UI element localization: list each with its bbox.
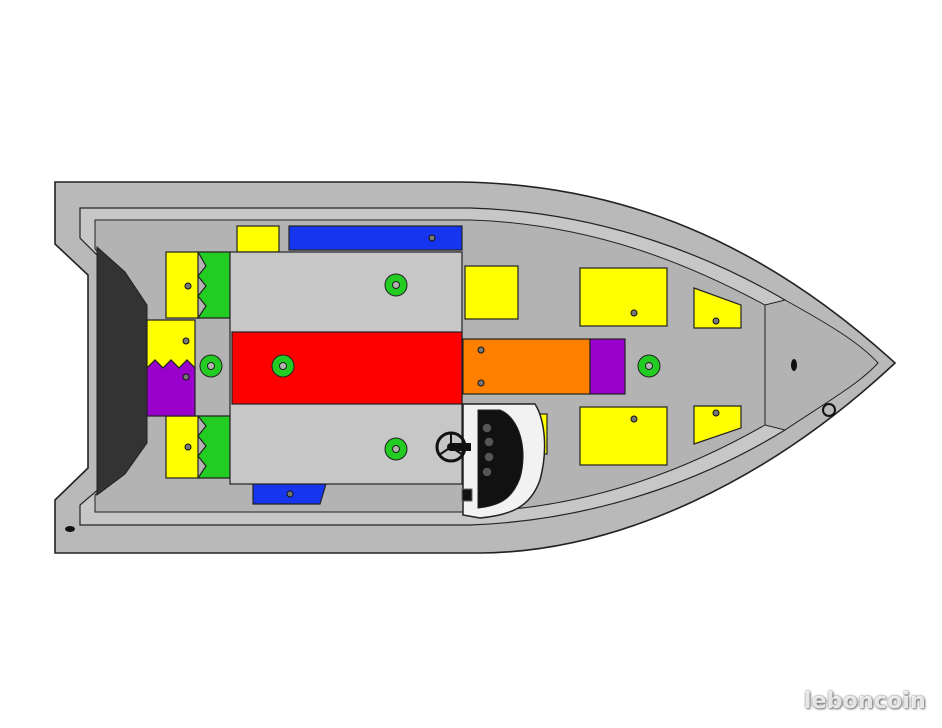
small-hatch-stern-port[interactable] <box>236 225 280 253</box>
pedestal-stern-icon <box>199 354 223 378</box>
console-storage[interactable] <box>462 338 591 395</box>
hatch-latch-icon <box>184 443 192 451</box>
hatch-latch-icon <box>286 490 294 498</box>
hatch-latch-icon <box>182 337 190 345</box>
hatch-latch-icon <box>477 379 485 387</box>
front-hatch-port[interactable] <box>693 287 742 329</box>
center-livewell[interactable] <box>231 331 463 405</box>
stern-seat-lower[interactable] <box>165 415 199 479</box>
hatch-latch-icon <box>712 317 720 325</box>
mid-storage-hatch[interactable] <box>464 265 519 320</box>
bow-locker[interactable] <box>589 338 626 395</box>
gauge-cluster <box>461 422 495 502</box>
bow-eye-icon <box>822 403 836 417</box>
bow-cleat-icon <box>791 359 797 371</box>
bow-hatch-port[interactable] <box>579 267 668 327</box>
hatch-latch-icon <box>712 409 720 417</box>
steering-wheel-icon[interactable] <box>435 431 471 463</box>
gauge-icon <box>483 451 495 463</box>
bow-deck <box>764 299 879 431</box>
transom <box>96 245 148 496</box>
hatch-latch-icon <box>630 415 638 423</box>
pedestal-port-icon <box>384 273 408 297</box>
pedestal-bow-icon <box>637 354 661 378</box>
pedestal-starboard-icon <box>384 437 408 461</box>
throttle-icon <box>461 488 473 502</box>
leboncoin-watermark: leboncoin <box>803 689 926 714</box>
hatch-latch-icon <box>630 309 638 317</box>
gauge-icon <box>483 436 495 448</box>
pedestal-center-icon <box>271 354 295 378</box>
gauge-icon <box>481 466 493 478</box>
stern-center-locker[interactable] <box>146 359 196 417</box>
hatch-latch-icon <box>182 373 190 381</box>
front-hatch-starboard[interactable] <box>693 405 742 445</box>
gauge-icon <box>481 422 493 434</box>
hatch-latch-icon <box>428 234 436 242</box>
rod-locker-port[interactable] <box>288 225 463 251</box>
hatch-latch-icon <box>477 346 485 354</box>
hatch-latch-icon <box>184 282 192 290</box>
console-dash <box>477 409 524 509</box>
bow-hatch-starboard[interactable] <box>579 406 668 466</box>
drain-plug-icon <box>65 526 75 532</box>
stern-seat-upper[interactable] <box>165 251 199 319</box>
